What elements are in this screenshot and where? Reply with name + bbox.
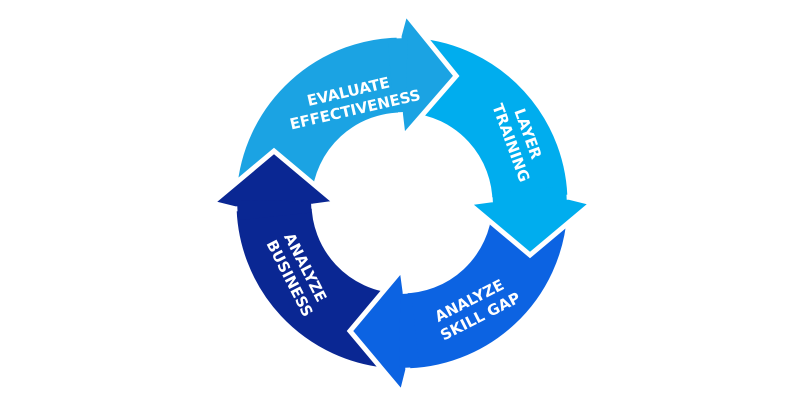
arrow-join-business <box>237 200 312 221</box>
arrow-join-layer <box>492 185 567 206</box>
arrow-join-skill <box>399 293 420 368</box>
arrow-join-evaluate <box>387 38 408 113</box>
